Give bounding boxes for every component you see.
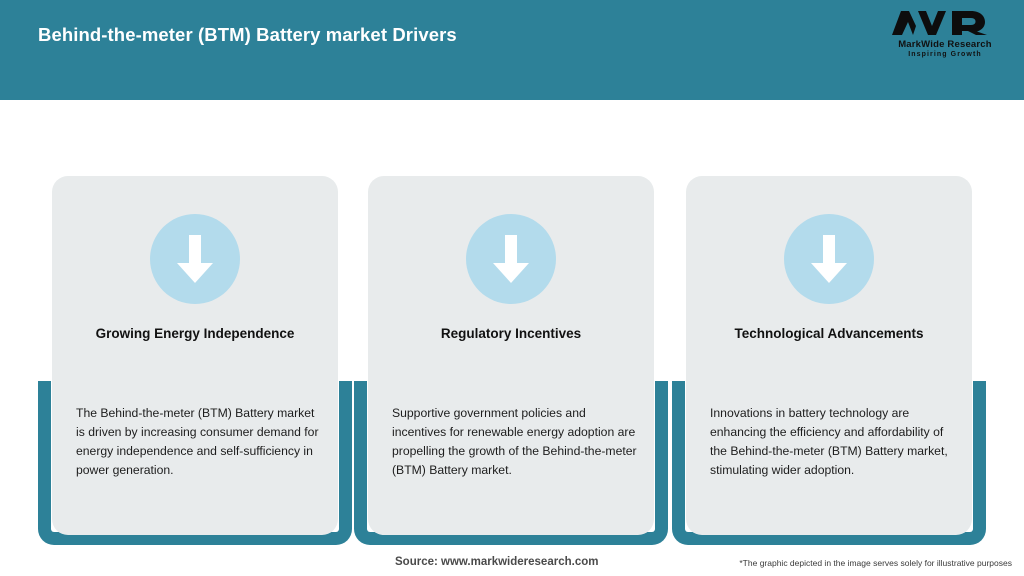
card-title: Technological Advancements bbox=[734, 326, 924, 341]
page-title: Behind-the-meter (BTM) Battery market Dr… bbox=[38, 24, 457, 45]
driver-card-1: Growing Energy Independence The Behind-t… bbox=[38, 100, 352, 545]
card-panel: Technological Advancements Innovations i… bbox=[686, 176, 972, 535]
card-title: Growing Energy Independence bbox=[95, 326, 295, 341]
mwr-logo-icon bbox=[892, 11, 987, 35]
card-description: Innovations in battery technology are en… bbox=[710, 406, 948, 478]
card-accent-bracket bbox=[38, 381, 352, 545]
down-arrow-icon bbox=[150, 214, 240, 304]
header-bar: Behind-the-meter (BTM) Battery market Dr… bbox=[0, 0, 1024, 100]
drivers-card-row: Growing Energy Independence The Behind-t… bbox=[0, 100, 1024, 545]
driver-card-2: Regulatory Incentives Supportive governm… bbox=[354, 100, 668, 545]
down-arrow-icon bbox=[784, 214, 874, 304]
card-description: The Behind-the-meter (BTM) Battery marke… bbox=[76, 406, 319, 478]
card-title: Regulatory Incentives bbox=[440, 326, 582, 341]
card-accent-bracket bbox=[672, 381, 986, 545]
card-accent-bracket bbox=[354, 381, 668, 545]
brand-logo: MarkWide Research Inspiring Growth bbox=[890, 8, 1000, 58]
logo-tagline: Inspiring Growth bbox=[908, 50, 982, 58]
driver-card-3: Technological Advancements Innovations i… bbox=[672, 100, 986, 545]
logo-company-name: MarkWide Research bbox=[898, 39, 992, 50]
card-panel: Growing Energy Independence The Behind-t… bbox=[52, 176, 338, 535]
disclaimer-label: *The graphic depicted in the image serve… bbox=[739, 558, 1012, 568]
card-panel: Regulatory Incentives Supportive governm… bbox=[368, 176, 654, 535]
source-label: Source: www.markwideresearch.com bbox=[395, 556, 599, 568]
card-description: Supportive government policies and incen… bbox=[392, 406, 637, 478]
down-arrow-icon bbox=[466, 214, 556, 304]
